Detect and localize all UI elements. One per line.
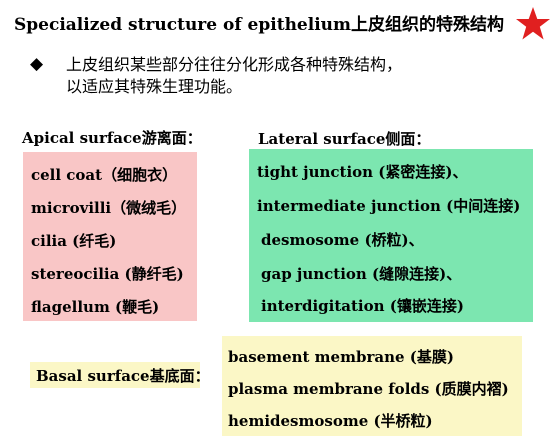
- basal-item: plasma membrane folds (质膜内褶): [228, 380, 509, 398]
- lateral-box: tight junction (紧密连接)、 intermediate junc…: [249, 149, 533, 322]
- lateral-item: gap junction (缝隙连接)、: [261, 265, 462, 283]
- basal-box: basement membrane (基膜) plasma membrane f…: [222, 336, 522, 436]
- apical-item: stereocilia (静纤毛): [31, 265, 184, 283]
- bullet-line-1: 上皮组织某些部分往往分化形成各种特殊结构，: [66, 55, 403, 74]
- basal-item: hemidesmosome (半桥粒): [228, 412, 433, 430]
- bullet-line-2: 以适应其特殊生理功能。: [66, 77, 243, 96]
- apical-item: cilia (纤毛): [31, 232, 117, 250]
- bullet-text: 上皮组织某些部分往往分化形成各种特殊结构， 以适应其特殊生理功能。: [66, 54, 402, 98]
- diamond-bullet-icon: ◆: [30, 54, 44, 74]
- lateral-heading: Lateral surface侧面：: [258, 130, 431, 148]
- lateral-item: interdigitation (镶嵌连接): [261, 297, 464, 315]
- lateral-item: intermediate junction (中间连接): [257, 197, 521, 215]
- apical-item: cell coat（细胞衣）: [31, 166, 178, 184]
- lateral-item: desmosome (桥粒)、: [261, 231, 424, 249]
- star-icon: [516, 7, 550, 40]
- lateral-item: tight junction (紧密连接)、: [257, 163, 468, 181]
- basal-heading: Basal surface基底面：: [36, 367, 210, 385]
- basal-item: basement membrane (基膜): [228, 348, 454, 366]
- apical-item: microvilli（微绒毛）: [31, 199, 187, 217]
- apical-heading: Apical surface游离面：: [22, 129, 202, 147]
- basal-label-box: Basal surface基底面：: [30, 362, 210, 388]
- apical-item: flagellum (鞭毛): [31, 298, 160, 316]
- apical-box: cell coat（细胞衣） microvilli（微绒毛） cilia (纤毛…: [23, 152, 197, 321]
- slide-title: Specialized structure of epithelium上皮组织的…: [14, 15, 505, 35]
